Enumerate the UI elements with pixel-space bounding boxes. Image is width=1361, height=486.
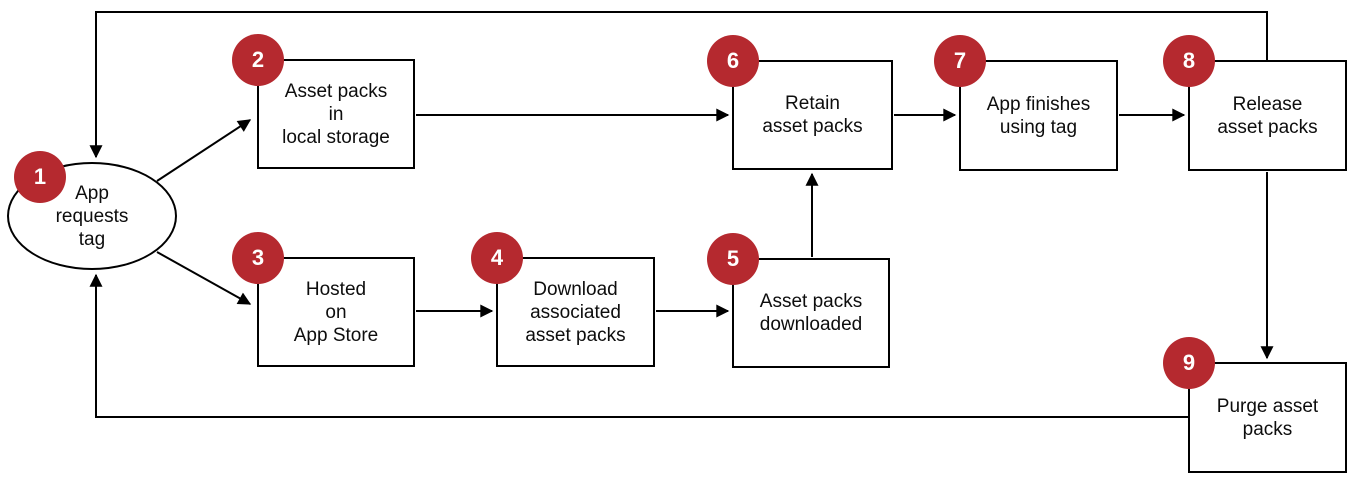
node-label-hosted-on-app-store: Hosted on App Store (293, 278, 379, 346)
node-asset-packs-downloaded: 5 Asset packs downloaded (707, 233, 890, 368)
step-badge-2: 2 (232, 34, 284, 86)
edge-1-to-3 (156, 251, 252, 305)
node-download-associated-asset-packs: 4 Download associated asset packs (471, 232, 655, 367)
node-label-app-requests-tag: App requests tag (55, 182, 129, 250)
step-badge-4: 4 (471, 232, 523, 284)
node-purge-asset-packs: 9 Purge asset packs (1163, 337, 1347, 473)
node-label-purge-asset-packs: Purge asset packs (1216, 395, 1319, 440)
node-retain-asset-packs: 6 Retain asset packs (707, 35, 893, 170)
node-label-download-associated-asset-packs: Download associated asset packs (525, 278, 626, 346)
step-badge-7: 7 (934, 35, 986, 87)
edge-8-to-1-feedback-top (89, 11, 1268, 159)
node-hosted-on-app-store: 3 Hosted on App Store (232, 232, 415, 367)
edge-9-to-1-feedback-bottom (89, 273, 1188, 418)
edge-1-to-2 (156, 119, 252, 182)
step-badge-1: 1 (14, 151, 66, 203)
node-app-finishes-using-tag: 7 App finishes using tag (934, 35, 1118, 171)
step-badge-6: 6 (707, 35, 759, 87)
node-label-app-finishes-using-tag: App finishes using tag (986, 93, 1091, 138)
node-label-retain-asset-packs: Retain asset packs (762, 93, 863, 137)
step-badge-9: 9 (1163, 337, 1215, 389)
node-label-release-asset-packs: Release asset packs (1217, 93, 1318, 138)
step-badge-3: 3 (232, 232, 284, 284)
node-release-asset-packs: 8 Release asset packs (1163, 35, 1347, 171)
step-badge-5: 5 (707, 233, 759, 285)
node-app-requests-tag: 1 App requests tag (7, 151, 177, 270)
step-badge-8: 8 (1163, 35, 1215, 87)
node-label-asset-packs-downloaded: Asset packs downloaded (759, 291, 863, 335)
node-asset-packs-in-local-storage: 2 Asset packs in local storage (232, 34, 415, 169)
node-label-asset-packs-in-local-storage: Asset packs in local storage (282, 80, 390, 148)
